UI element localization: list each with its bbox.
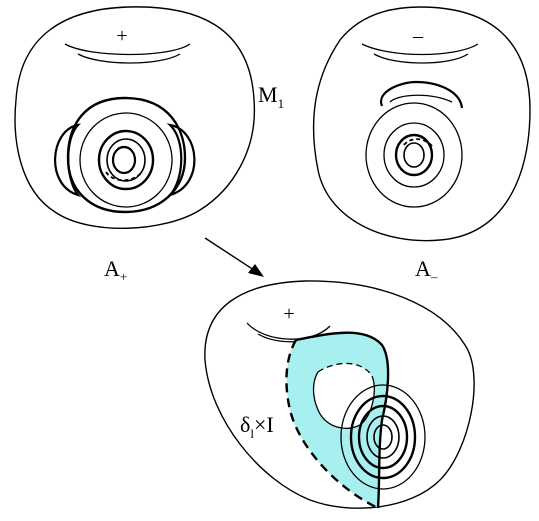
left-torus-ring-3 <box>97 129 155 191</box>
left-handle-lower-arc <box>77 53 181 64</box>
left-torus-ring-outer <box>66 96 187 214</box>
transition-arrow <box>204 237 264 277</box>
right-surface-label: A– <box>415 256 438 284</box>
left-surface-label: A+ <box>104 256 127 284</box>
right-top-shell-inner <box>389 94 453 103</box>
bottom-sign-label: + <box>283 303 294 325</box>
bottom-torus-ring-2 <box>349 394 417 480</box>
bottom-surface-outline <box>204 280 475 509</box>
right-surface-outline <box>312 6 531 242</box>
manifold-label-sub: 1 <box>278 96 285 111</box>
right-dashed-arc <box>403 138 433 147</box>
right-top-shell <box>379 80 464 109</box>
left-torus-ring-2 <box>79 112 173 208</box>
bottom-torus-ring-4 <box>366 415 400 459</box>
right-torus-ring-2 <box>383 122 445 188</box>
right-torus-ring-3 <box>394 133 434 177</box>
band-inner-edge <box>312 371 375 429</box>
right-handle-lower-arc <box>373 53 469 64</box>
right-handle-upper-arc <box>361 43 479 56</box>
manifold-label: M1 <box>258 82 284 111</box>
right-surface-label-sub: – <box>430 269 438 284</box>
right-sign-label: – <box>412 25 424 47</box>
left-surface-outline <box>14 6 256 230</box>
right-torus-ring-4 <box>403 142 425 168</box>
left-dashed-arc <box>105 171 143 182</box>
left-surface-label-sub: + <box>120 269 127 284</box>
left-handle-upper-arc <box>64 43 191 56</box>
band-outer-dashed-edge <box>285 339 379 510</box>
band-top-edge <box>295 331 390 509</box>
left-surface-label-base: A <box>104 256 120 281</box>
left-surface <box>14 6 256 230</box>
bottom-surface <box>204 280 475 510</box>
left-torus-ring-5 <box>111 145 137 175</box>
right-surface <box>312 6 531 242</box>
right-torus-ring-1 <box>365 102 463 208</box>
arrow-shaft-icon <box>204 237 258 273</box>
band-inner-dashed-edge <box>317 362 373 377</box>
band-label-sub: l <box>250 426 254 441</box>
band-label-suffix: ×I <box>254 412 274 437</box>
band-fill <box>286 332 389 508</box>
bottom-torus-ring-1 <box>340 384 426 490</box>
manifold-label-base: M <box>258 82 278 107</box>
band-label: δl×I <box>240 412 274 441</box>
arrow-head-icon <box>248 264 264 277</box>
band-label-base: δ <box>240 412 250 437</box>
bottom-handle-upper-arc <box>246 322 331 340</box>
left-sign-label: + <box>116 25 127 47</box>
bottom-torus-ring-3 <box>357 404 409 470</box>
bottom-torus-ring-5 <box>373 424 393 450</box>
right-surface-label-base: A <box>415 256 431 281</box>
